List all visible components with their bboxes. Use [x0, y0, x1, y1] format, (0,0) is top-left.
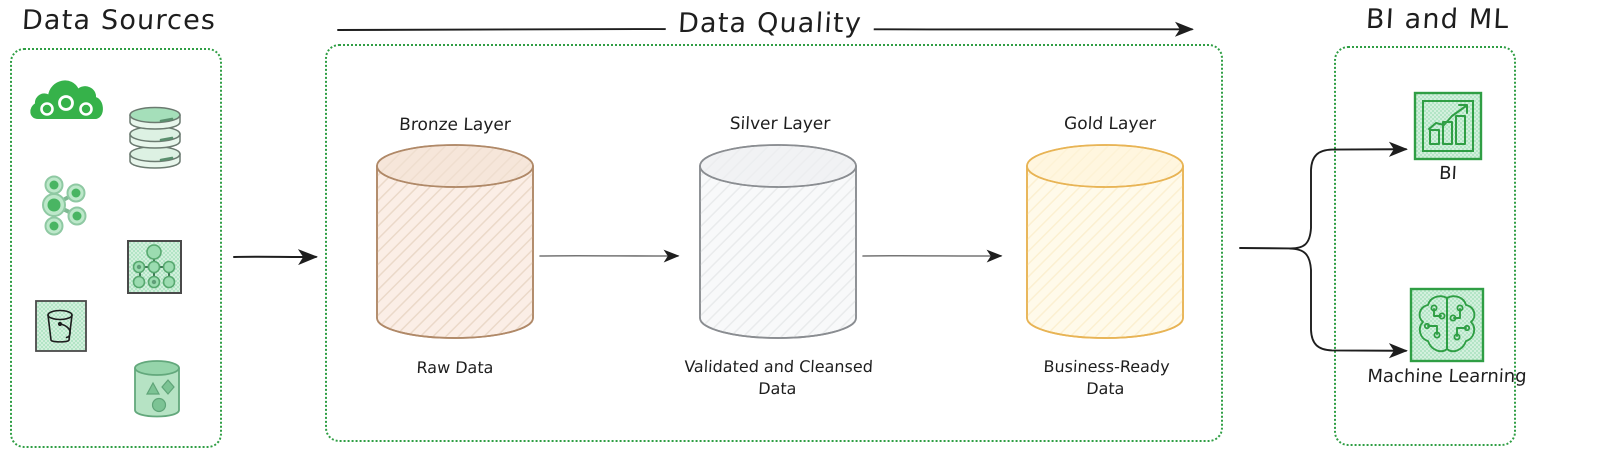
cloud-icon [28, 68, 106, 122]
panel-data-sources [10, 48, 222, 448]
gold-layer-title: Gold Layer [1063, 114, 1157, 134]
panel-bi-and-ml [1334, 46, 1516, 446]
bronze-cylinder [372, 142, 538, 347]
bronze-layer-title: Bronze Layer [398, 115, 512, 135]
page-title-data-sources: Data Sources [21, 5, 218, 36]
arrow-quality-to-biml [1239, 141, 1408, 359]
arrow-silver-to-gold [862, 249, 1003, 263]
silver-cylinder [695, 142, 861, 347]
page-title-data-quality: Data Quality [665, 8, 875, 39]
hierarchy-tree-icon [127, 240, 182, 294]
page-title-bi-and-ml: BI and ML [1365, 4, 1511, 35]
silver-layer-title: Silver Layer [729, 114, 831, 134]
bar-chart-trend-icon [1413, 91, 1483, 161]
gold-layer-caption: Business-Ready Data [1043, 357, 1171, 398]
silver-layer-caption: Validated and Cleansed Data [683, 357, 874, 398]
arrow-sources-to-quality [233, 249, 318, 266]
storage-bucket-icon [35, 300, 87, 352]
data-lake-shapes-icon [131, 358, 183, 420]
data-quality-header: Data Quality [330, 8, 1210, 42]
panel-data-quality [325, 44, 1223, 442]
node-cluster-icon [32, 172, 94, 238]
arrow-bronze-to-silver [539, 249, 680, 263]
machine-learning-label: Machine Learning [1366, 366, 1528, 387]
gold-cylinder [1022, 142, 1188, 347]
bi-label: BI [1438, 163, 1458, 184]
brain-circuit-icon [1409, 287, 1485, 363]
database-stack-icon [126, 104, 184, 170]
bronze-layer-caption: Raw Data [416, 358, 494, 377]
